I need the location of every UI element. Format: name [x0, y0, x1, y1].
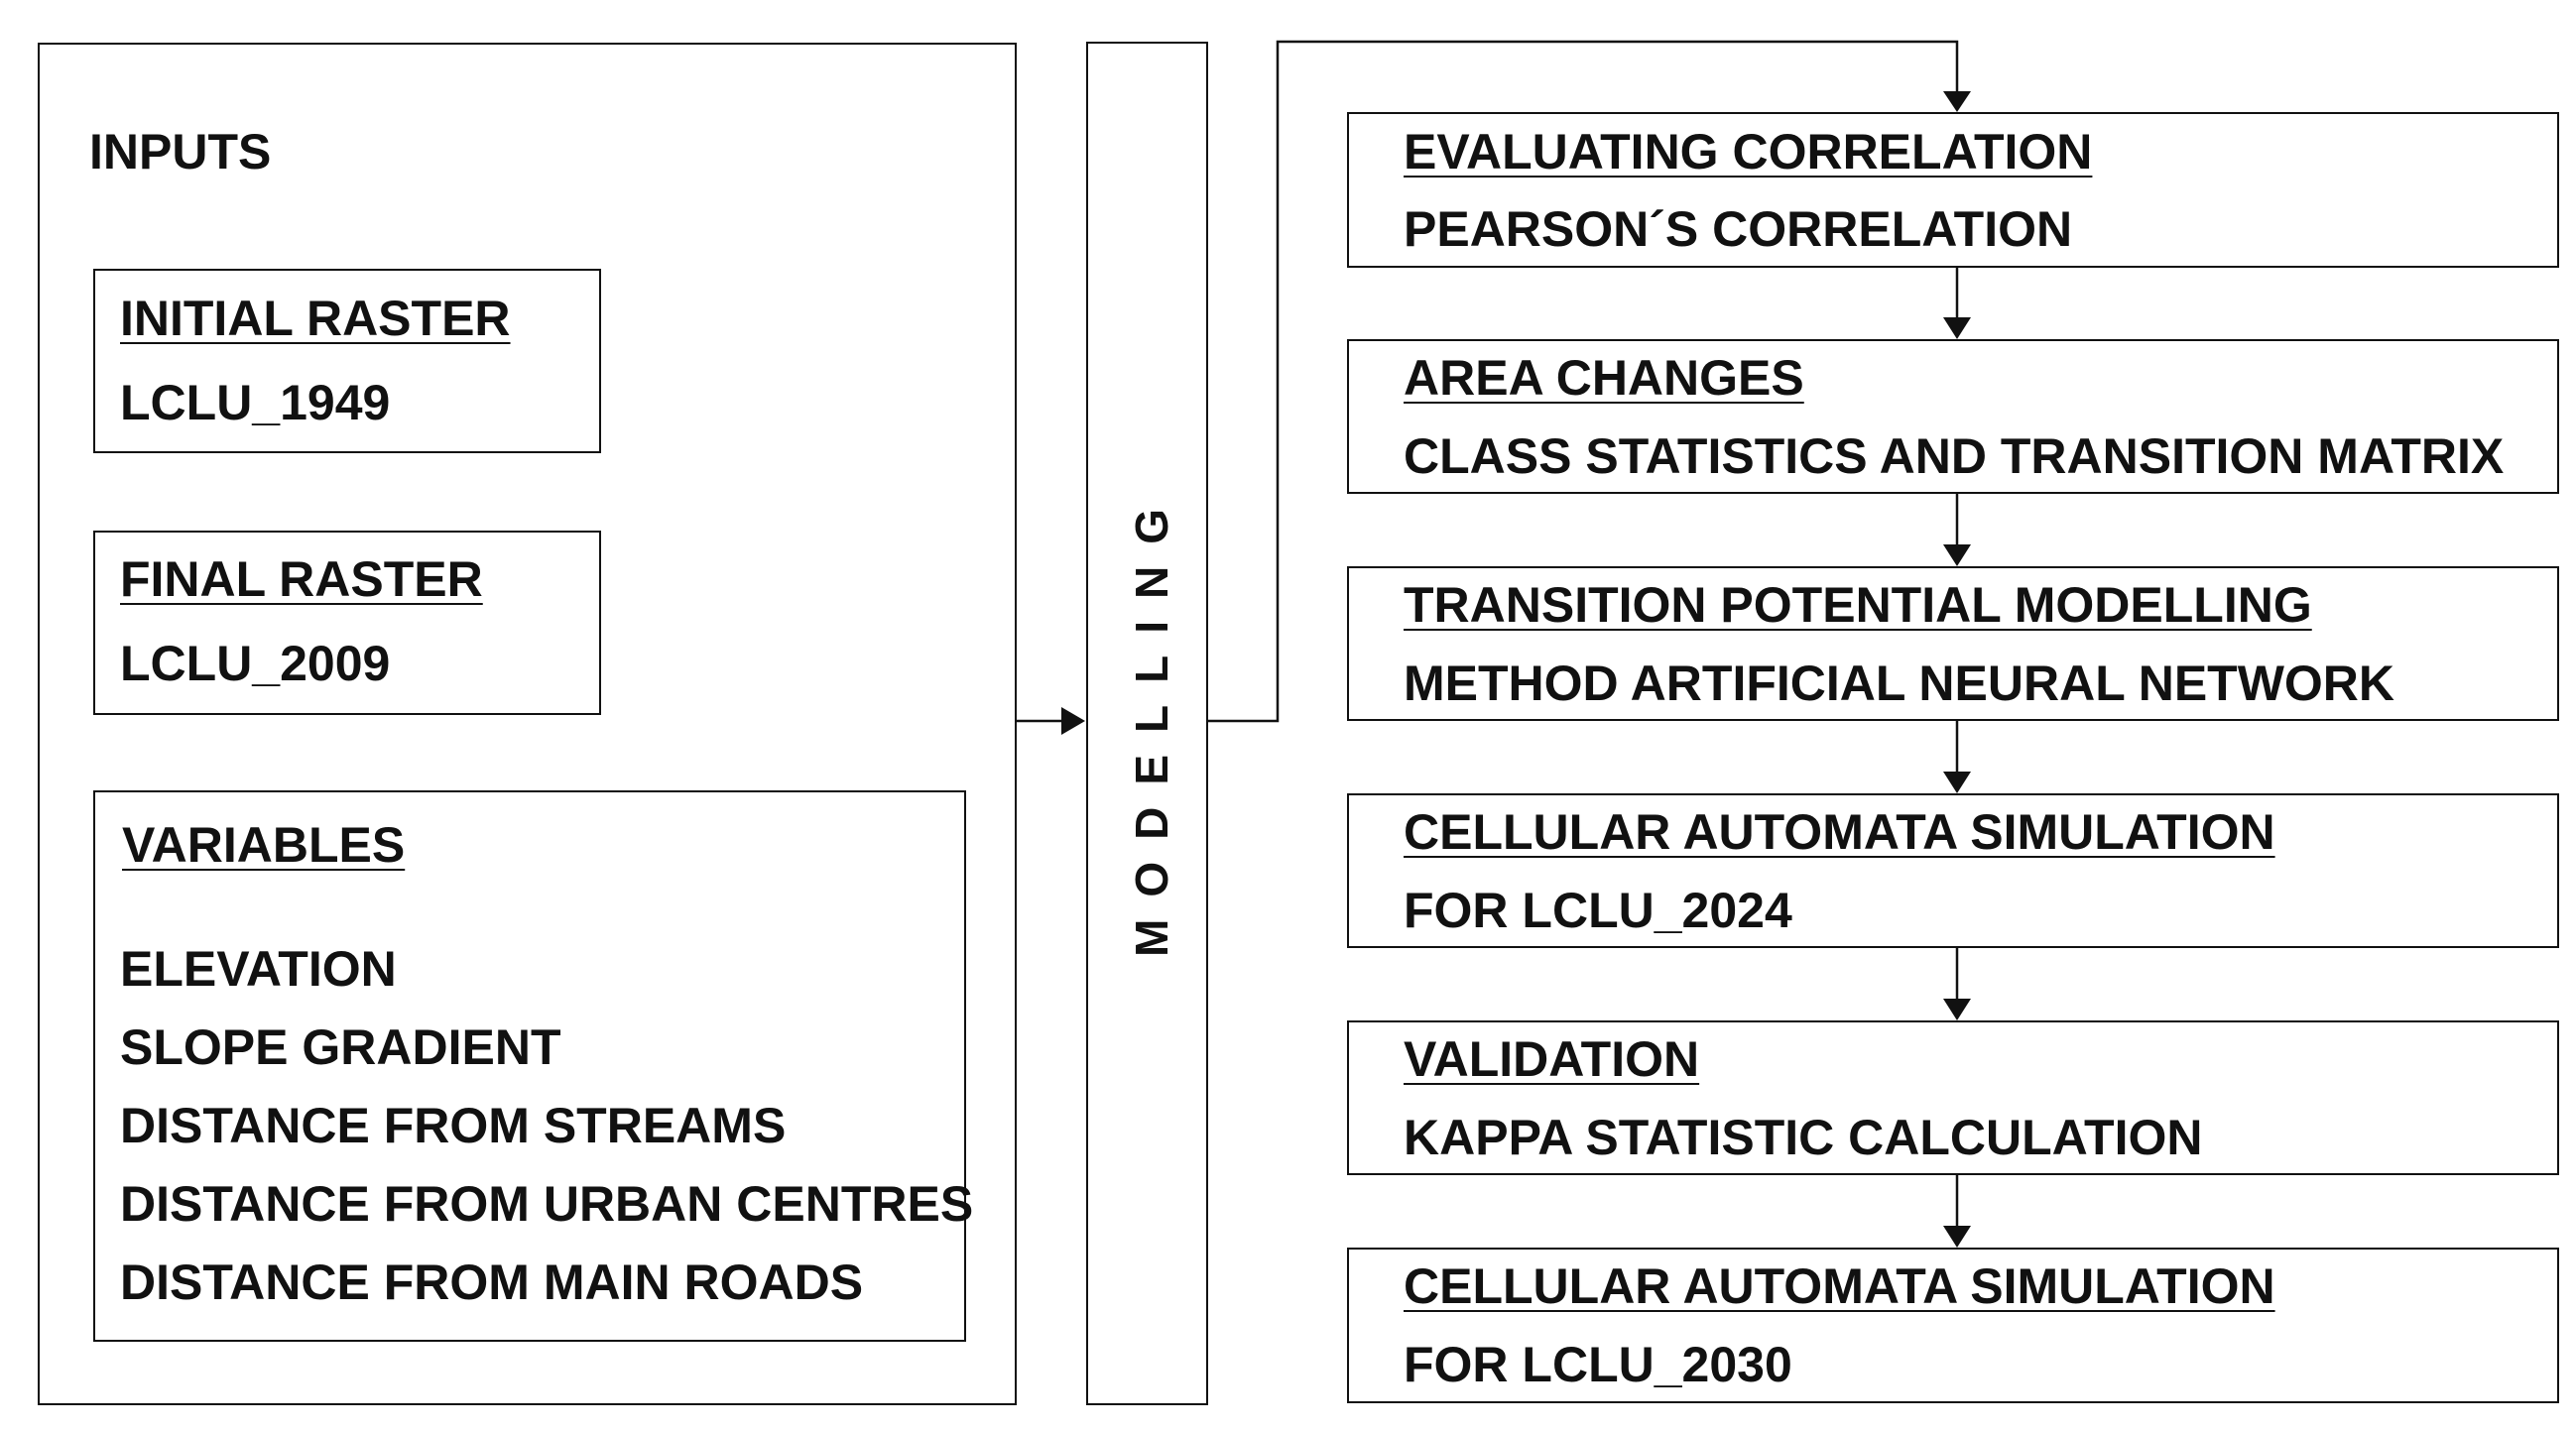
step-detail: METHOD ARTIFICIAL NEURAL NETWORK [1404, 656, 2395, 711]
variable-item: DISTANCE FROM MAIN ROADS [120, 1254, 864, 1310]
step-detail: KAPPA STATISTIC CALCULATION [1404, 1110, 2203, 1165]
modelling-label: MODELLING [1126, 487, 1177, 957]
step-heading: VALIDATION [1404, 1031, 1700, 1087]
arrow-step-4-to-5 [1943, 948, 1971, 1020]
variables-box [93, 790, 966, 1342]
step-heading: EVALUATING CORRELATION [1404, 124, 2093, 179]
step-heading: AREA CHANGES [1404, 350, 1804, 406]
step-box-2 [1347, 339, 2559, 494]
step-heading: TRANSITION POTENTIAL MODELLING [1404, 577, 2312, 633]
final-raster-box [93, 531, 601, 715]
modelling-column [1086, 42, 1208, 1405]
step-detail: FOR LCLU_2030 [1404, 1337, 1792, 1392]
step-box-3 [1347, 566, 2559, 721]
step-detail: FOR LCLU_2024 [1404, 883, 1792, 938]
arrow-step-5-to-6 [1943, 1175, 1971, 1248]
initial-raster-box [93, 269, 601, 453]
initial-raster-heading: INITIAL RASTER [120, 291, 511, 346]
variable-item: SLOPE GRADIENT [120, 1019, 561, 1075]
arrow-step-3-to-4 [1943, 721, 1971, 793]
final-raster-value: LCLU_2009 [120, 636, 391, 691]
arrow-modelling-to-steps [1208, 40, 1971, 723]
step-heading: CELLULAR AUTOMATA SIMULATION [1404, 804, 2275, 860]
inputs-title: INPUTS [89, 124, 272, 179]
final-raster-heading: FINAL RASTER [120, 551, 483, 607]
arrow-step-1-to-2 [1943, 268, 1971, 339]
step-box-4 [1347, 793, 2559, 948]
step-heading: CELLULAR AUTOMATA SIMULATION [1404, 1258, 2275, 1314]
step-detail: PEARSON´S CORRELATION [1404, 201, 2073, 257]
step-detail: CLASS STATISTICS AND TRANSITION MATRIX [1404, 428, 2505, 484]
variables-heading: VARIABLES [122, 817, 406, 873]
step-box-5 [1347, 1020, 2559, 1175]
arrow-step-2-to-3 [1943, 494, 1971, 566]
variable-item: DISTANCE FROM URBAN CENTRES [120, 1176, 974, 1232]
variable-item: ELEVATION [120, 941, 397, 997]
initial-raster-value: LCLU_1949 [120, 375, 391, 430]
step-box-6 [1347, 1248, 2559, 1403]
step-box-1 [1347, 112, 2559, 268]
arrow-inputs-to-modelling [1016, 707, 1085, 735]
variable-item: DISTANCE FROM STREAMS [120, 1098, 787, 1153]
